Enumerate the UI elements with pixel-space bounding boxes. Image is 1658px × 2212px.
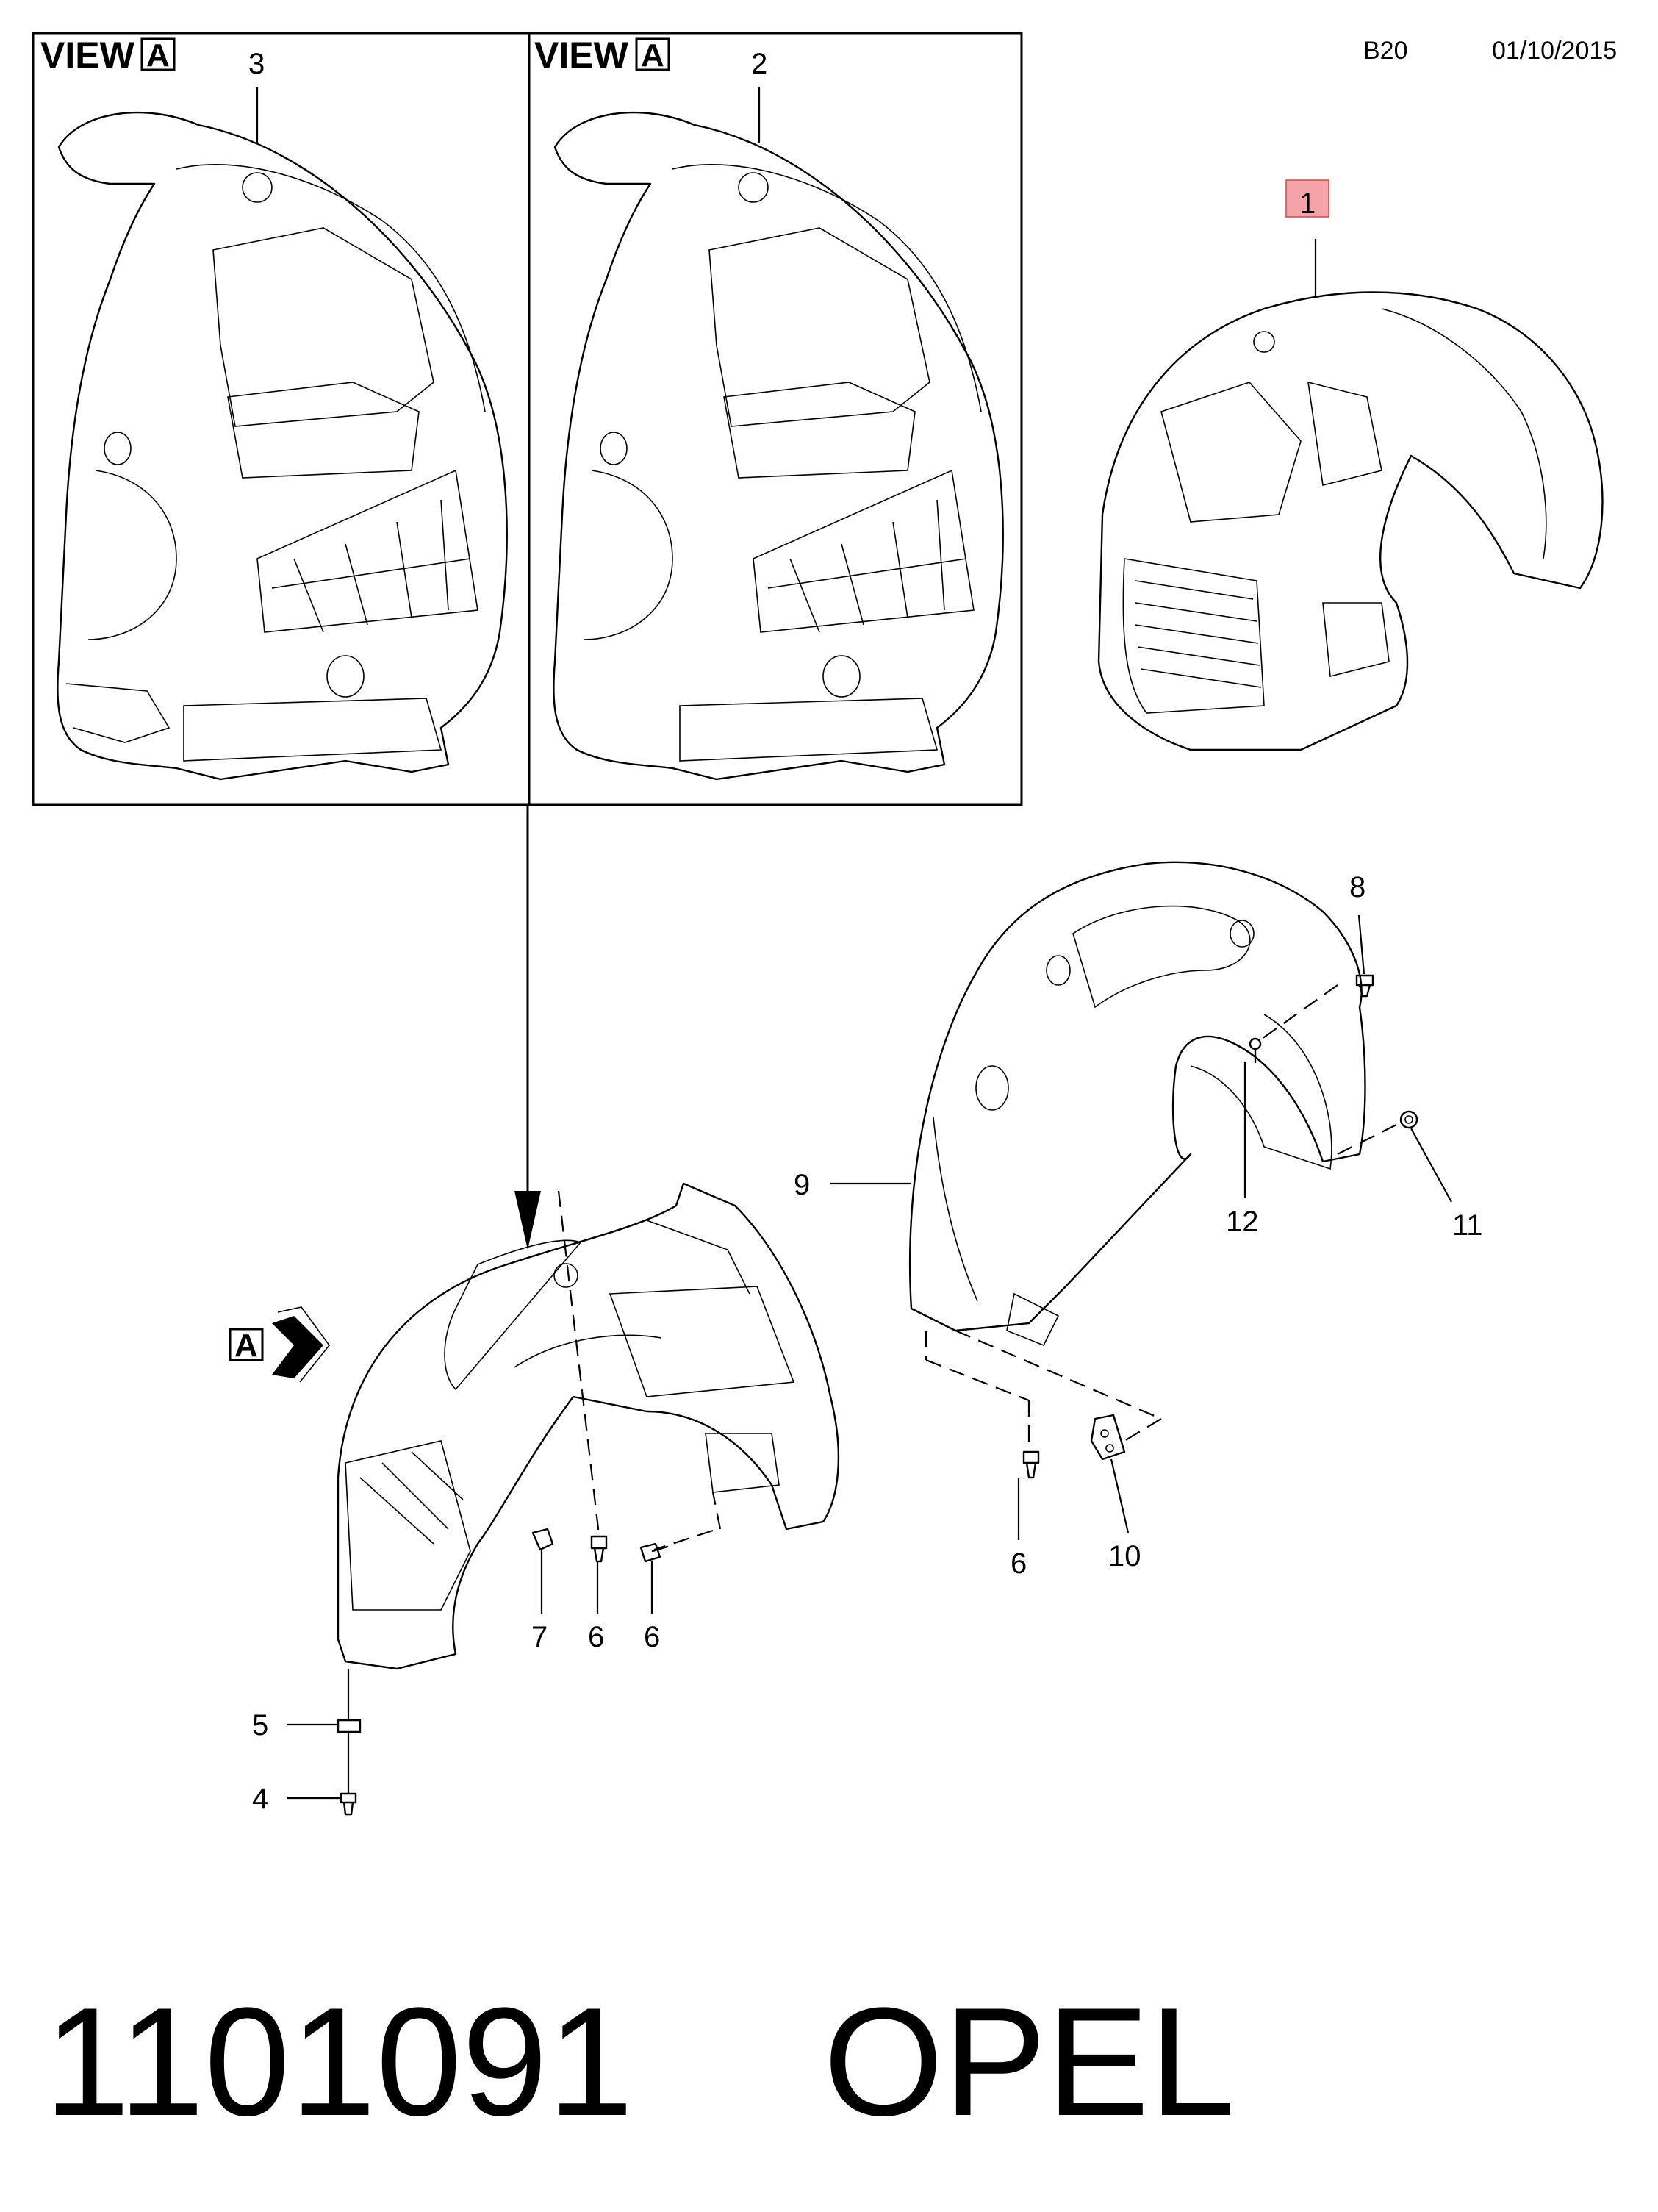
view-frame-left: [32, 32, 531, 806]
wheelhouse-liner-part-1: [1097, 291, 1604, 751]
diagram-date: 01/10/2015: [1492, 37, 1617, 65]
footer: 1101091 OPEL: [44, 1970, 1587, 2154]
wheelhouse-liner-view-right: [553, 111, 1004, 781]
fastener-12: [1249, 1037, 1262, 1064]
svg-text:A: A: [234, 1328, 258, 1364]
fastener-6-right: [1022, 1450, 1040, 1479]
callout-6-right: 6: [1011, 1547, 1027, 1580]
callout-1-highlight: [1286, 180, 1329, 217]
svg-text:VIEW: VIEW: [40, 35, 135, 76]
callout-6-left-b: 6: [644, 1621, 660, 1653]
bracket-10: [1090, 1414, 1126, 1461]
callout-9: 9: [794, 1169, 810, 1201]
callout-10: 10: [1108, 1540, 1141, 1572]
section-code: B20: [1363, 37, 1408, 65]
callout-3: 3: [248, 48, 265, 80]
fastener-5: [337, 1719, 362, 1733]
fastener-6-left-b: [639, 1542, 669, 1563]
wheelhouse-liner-part-9: [908, 861, 1366, 1347]
fastener-8: [1355, 974, 1374, 998]
callout-1: 1: [1299, 187, 1316, 220]
view-direction-arrow: [514, 1191, 541, 1250]
part-number: 1101091: [44, 1975, 634, 2148]
callout-11: 11: [1452, 1209, 1483, 1242]
callout-8: 8: [1349, 871, 1365, 903]
callout-2: 2: [751, 48, 767, 80]
fastener-11: [1399, 1110, 1418, 1129]
svg-text:A: A: [641, 37, 664, 74]
view-a-marker: A: [229, 1306, 331, 1383]
callout-5: 5: [252, 1709, 268, 1742]
view-a-title-left: VIEW A: [40, 35, 176, 76]
view-a-title-right: VIEW A: [534, 35, 670, 76]
wheelhouse-liner-assembly-left: [337, 1182, 840, 1670]
callout-4: 4: [252, 1783, 268, 1815]
fastener-4: [340, 1792, 357, 1816]
view-frame-right: [528, 32, 1023, 806]
callout-7: 7: [531, 1621, 548, 1653]
brand-name: OPEL: [823, 1975, 1235, 2148]
callout-12: 12: [1226, 1206, 1259, 1238]
svg-text:A: A: [146, 37, 170, 74]
fastener-6-left-a: [590, 1535, 608, 1563]
svg-text:VIEW: VIEW: [534, 35, 629, 76]
fastener-7: [531, 1528, 554, 1551]
callout-6-left-a: 6: [588, 1621, 604, 1653]
wheelhouse-liner-view-left: [57, 111, 508, 781]
